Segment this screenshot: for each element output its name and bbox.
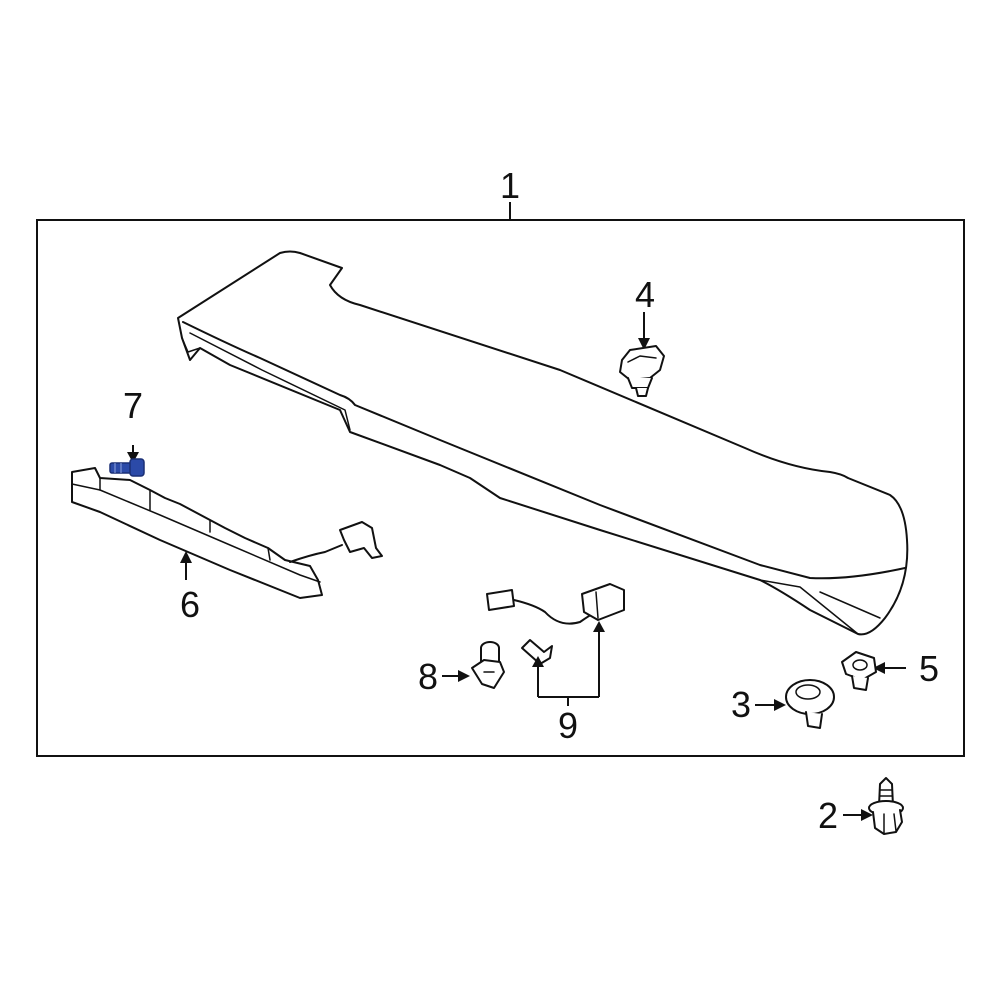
sensor-part-8[interactable] (471, 641, 505, 689)
arrowhead-8 (458, 670, 470, 682)
callout-1[interactable]: 1 (500, 165, 520, 206)
spoiler-part[interactable] (177, 250, 909, 636)
arrowhead-7 (127, 452, 139, 463)
bracket-part-6[interactable] (71, 467, 383, 599)
assembly-frame (36, 219, 965, 757)
callout-9[interactable]: 9 (558, 705, 578, 746)
callout-4[interactable]: 4 (635, 274, 655, 315)
clip-part-4[interactable] (619, 345, 665, 397)
callout-6[interactable]: 6 (180, 584, 200, 625)
nut-clip-part-5[interactable] (841, 651, 877, 691)
callout-3[interactable]: 3 (731, 684, 751, 725)
harness-part-9[interactable] (486, 583, 625, 665)
arrowhead-6 (180, 551, 192, 563)
arrowhead-4 (638, 338, 650, 350)
leader-9-bracket (537, 625, 600, 706)
arrowhead-9a (532, 656, 544, 667)
bolt-part-7[interactable] (109, 458, 145, 477)
arrowhead-3 (774, 699, 786, 711)
callout-8[interactable]: 8 (418, 656, 438, 697)
arrowhead-5 (873, 662, 885, 674)
arrowhead-2 (861, 809, 873, 821)
callout-5[interactable]: 5 (919, 648, 939, 689)
arrowhead-9b (593, 621, 605, 632)
callout-2[interactable]: 2 (818, 795, 838, 836)
callout-7[interactable]: 7 (123, 385, 143, 426)
grommet-part-3[interactable] (785, 679, 835, 729)
bolt-part-2[interactable] (868, 777, 904, 835)
